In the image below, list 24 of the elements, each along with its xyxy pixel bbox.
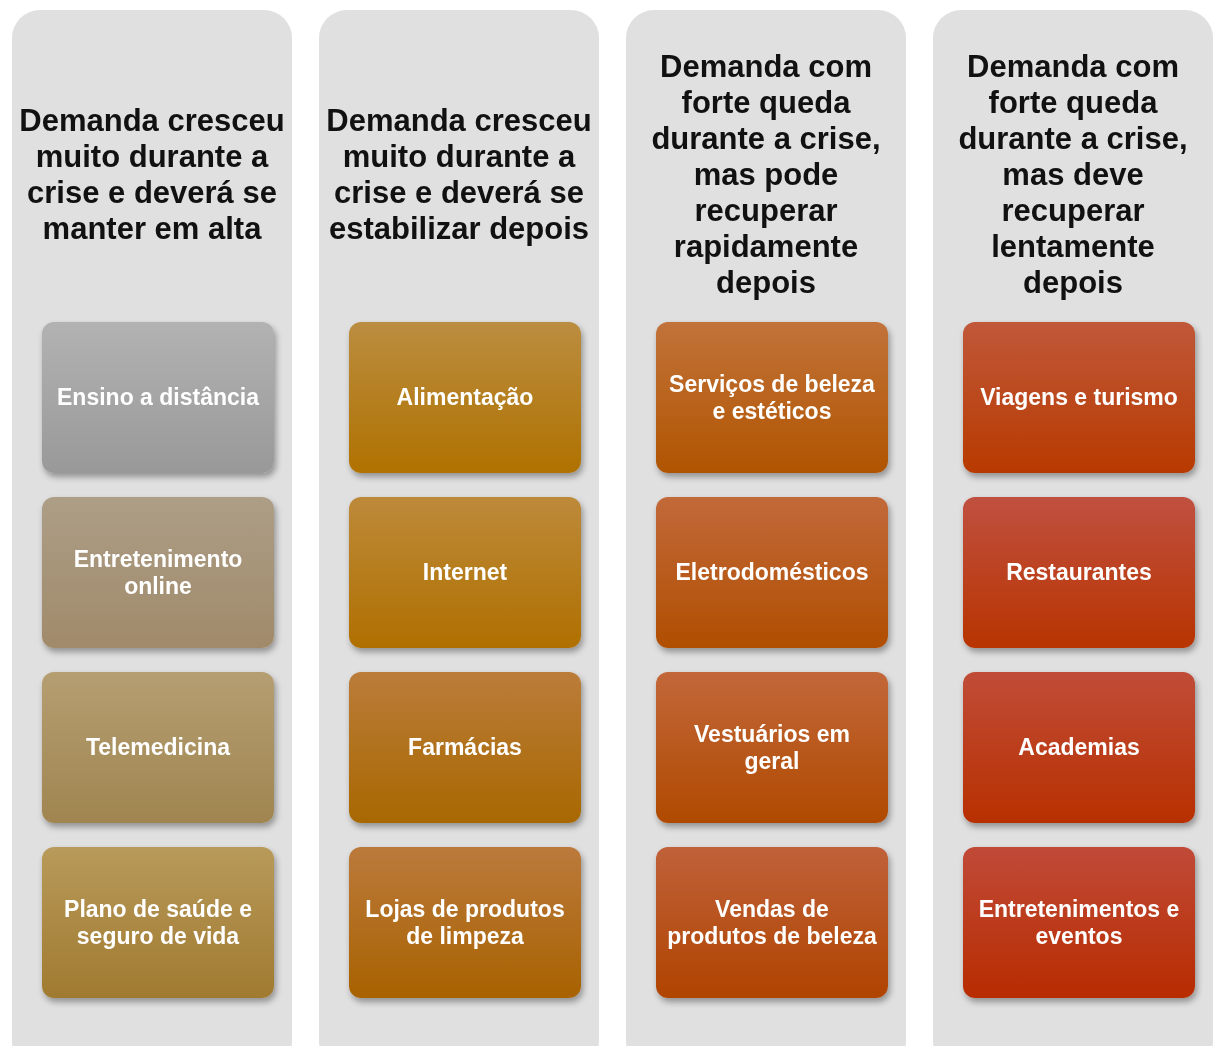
category-panel [626,10,906,1046]
category-panel [12,10,292,1046]
category-box: Internet [349,497,581,648]
category-panel [933,10,1213,1046]
category-box: Entretenimentos e eventos [963,847,1195,998]
category-box: Serviços de beleza e estéticos [656,322,888,473]
category-box: Viagens e turismo [963,322,1195,473]
category-box: Eletrodomésticos [656,497,888,648]
category-box: Farmácias [349,672,581,823]
category-box: Lojas de produtos de limpeza [349,847,581,998]
category-box: Alimentação [349,322,581,473]
category-panel [319,10,599,1046]
category-box: Vendas de produtos de beleza [656,847,888,998]
category-box: Restaurantes [963,497,1195,648]
category-box: Plano de saúde e seguro de vida [42,847,274,998]
column-heading: Demanda com forte queda durante a crise, mas deve recuperar lentamente depois [957,49,1189,301]
category-box: Vestuários em geral [656,672,888,823]
category-box: Academias [963,672,1195,823]
column-heading: Demanda cresceu muito durante a crise e deverá se manter em alta [18,103,286,247]
column-heading: Demanda cresceu muito durante a crise e deverá se estabilizar depois [325,103,593,247]
category-box: Entretenimento online [42,497,274,648]
column-heading: Demanda com forte queda durante a crise, mas pode recuperar rapidamente depois [650,49,882,301]
category-box: Ensino a distância [42,322,274,473]
category-box: Telemedicina [42,672,274,823]
